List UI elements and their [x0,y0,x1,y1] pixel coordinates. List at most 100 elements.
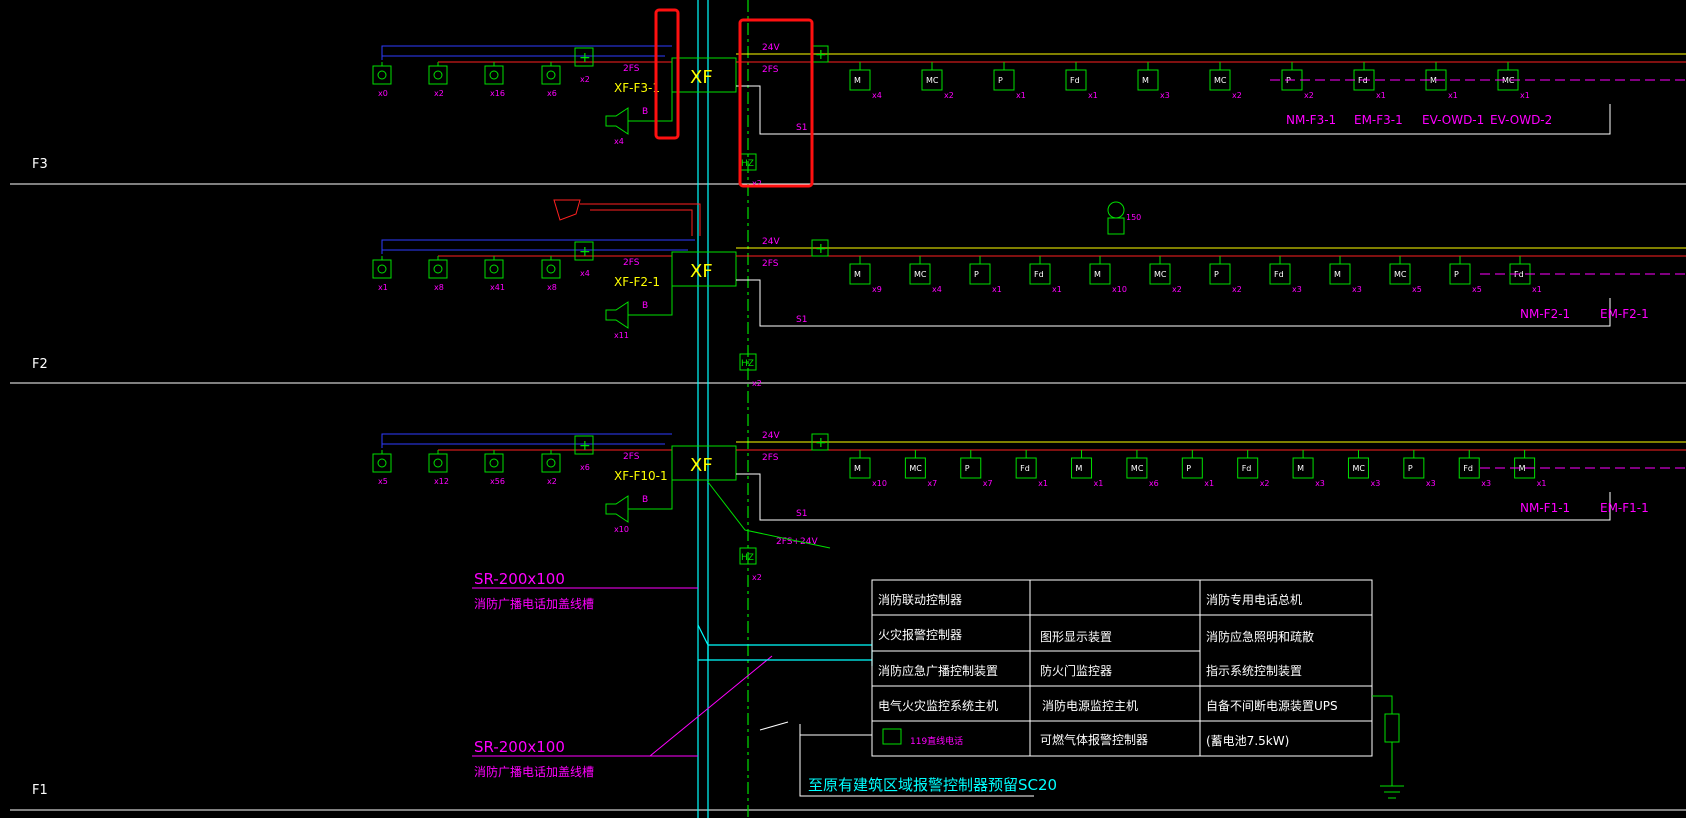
device-count: x6 [1149,479,1159,488]
legend-cell: 消防联动控制器 [878,592,962,607]
module-device [1126,457,1148,479]
module-device [1389,263,1411,285]
detector-device [428,65,448,85]
legend-cell: 图形显示装置 [1040,630,1112,644]
device-count: x10 [1112,285,1127,294]
device-count: x9 [872,285,882,294]
line-label: S1 [796,509,807,519]
tray1-code: SR-200x100 [474,570,565,588]
device-count: x3 [1160,91,1170,100]
device-count: x11 [614,331,629,340]
speaker-wire [628,80,673,122]
plus-icon: + [579,50,591,66]
ups-ground [1372,695,1404,799]
legend-cell: 电气火灾监控系统主机 [878,698,998,713]
bus-label: 2FS [623,258,640,268]
legend-cell: 火灾报警控制器 [878,627,962,642]
module-device [1237,457,1259,479]
device-count: x6 [547,89,557,98]
module-label: P [965,464,970,473]
line-label: S1 [796,123,807,133]
plus-icon: + [579,438,591,454]
module-label: M [854,464,861,473]
detector-icon [489,458,499,468]
device-count: x1 [1376,91,1386,100]
device-count: x2 [1260,479,1270,488]
tray2-name: 消防广播电话加盖线槽 [474,764,594,779]
module-device [1015,457,1037,479]
detector-icon [433,458,443,468]
device-count: x3 [1315,479,1325,488]
device-count: x10 [872,479,887,488]
detector-icon [489,264,499,274]
bus-label: 2FS [762,259,779,269]
xf-label: XF [690,261,713,282]
detector-icon [433,264,443,274]
module-label: MC [1154,270,1167,279]
valve-module [1107,217,1125,235]
speaker-wire [628,274,673,316]
panel-code: XF-F3-1 [614,81,660,95]
module-device [1329,263,1351,285]
module-device [1449,263,1471,285]
bus-label: 2FS [762,453,779,463]
module-device [1065,69,1087,91]
device-count: x1 [1038,479,1048,488]
s1-wire [736,473,1611,521]
module-label: M [1519,464,1526,473]
module-device [1181,457,1203,479]
module-device [1071,457,1093,479]
module-device [1458,457,1480,479]
detector-icon [377,264,387,274]
detector-device [484,65,504,85]
device-count: x4 [614,137,624,146]
module-device [993,69,1015,91]
device-count: x2 [944,91,954,100]
detector-device [372,453,392,473]
module-device [849,263,871,285]
device-count: x2 [547,477,557,486]
hz-extra-label: 2FS+24V [776,537,818,547]
plus-icon: + [815,435,827,451]
hz-module [739,547,757,565]
plus-icon: + [815,47,827,63]
device-count: x4 [932,285,942,294]
detector-icon [433,70,443,80]
legend-cell: 防火门监控器 [1040,663,1112,678]
bus-module [811,433,829,451]
device-count: x6 [580,463,590,472]
module-label: Fd [1463,464,1473,473]
device-count: x1 [1448,91,1458,100]
device-count: x3 [1370,479,1380,488]
panel-code: XF-F2-1 [614,275,660,289]
device-count: x0 [378,89,388,98]
hz-label: HZ [741,159,754,169]
device-tag: NM-F3-1 [1286,113,1336,127]
legend-cell: 消防电源监控主机 [1042,698,1138,713]
module-label: P [974,270,979,279]
device-count: x1 [1016,91,1026,100]
device-count: x2 [752,573,762,582]
module-device [1269,263,1291,285]
floor-label-f1: F1 [32,783,48,798]
module-label: MC [1352,464,1365,473]
device-tag: EV-OWD-1 [1422,113,1484,127]
valve-icon [1107,201,1125,219]
module-device [849,69,871,91]
hz-module [739,353,757,371]
legend-table [871,579,1373,757]
hz-label: HZ [741,553,754,563]
device-count: x2 [752,179,762,188]
detector-icon [377,70,387,80]
detector-device [428,259,448,279]
tray2-code: SR-200x100 [474,738,565,756]
legend-cell: 自备不间断电源装置UPS [1206,698,1338,713]
bus-label: 24V [762,431,780,441]
blue-wire [381,55,665,60]
module-label: M [854,76,861,85]
highlight-box-left [654,8,680,140]
device-count: x7 [927,479,937,488]
